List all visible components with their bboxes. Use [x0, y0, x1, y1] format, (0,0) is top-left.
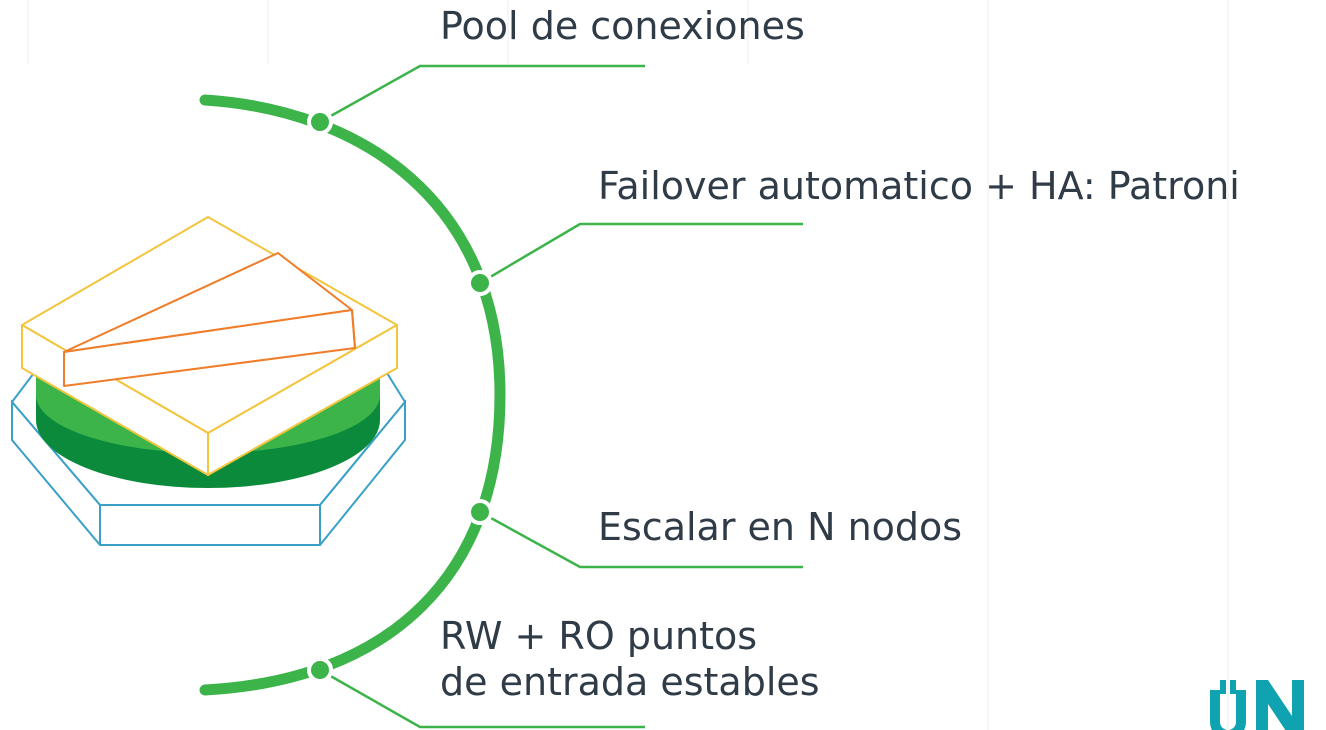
orange-slab	[63, 252, 356, 387]
label-rw-line2: de entrada estables	[440, 659, 820, 704]
label-rw-line1: RW + RO puntos	[440, 614, 758, 658]
label-failover: Failover automatico + HA: Patroni	[598, 164, 1240, 208]
database-stack-icon	[10, 216, 407, 546]
label-escalar: Escalar en N nodos	[598, 505, 963, 549]
leader-rw	[319, 668, 645, 729]
main-arc	[199, 94, 506, 696]
leader-pool	[319, 64, 645, 124]
label-rw-ro: RW + RO puntos de entrada estables	[440, 614, 820, 705]
dot-failover	[467, 270, 493, 296]
label-pool: Pool de conexiones	[440, 4, 805, 48]
dot-rw	[307, 657, 333, 683]
brand-logo-icon	[1210, 680, 1304, 730]
dot-pool	[307, 109, 333, 135]
leader-failover	[479, 222, 803, 285]
leader-escalar	[479, 510, 803, 569]
dot-escalar	[467, 499, 493, 525]
